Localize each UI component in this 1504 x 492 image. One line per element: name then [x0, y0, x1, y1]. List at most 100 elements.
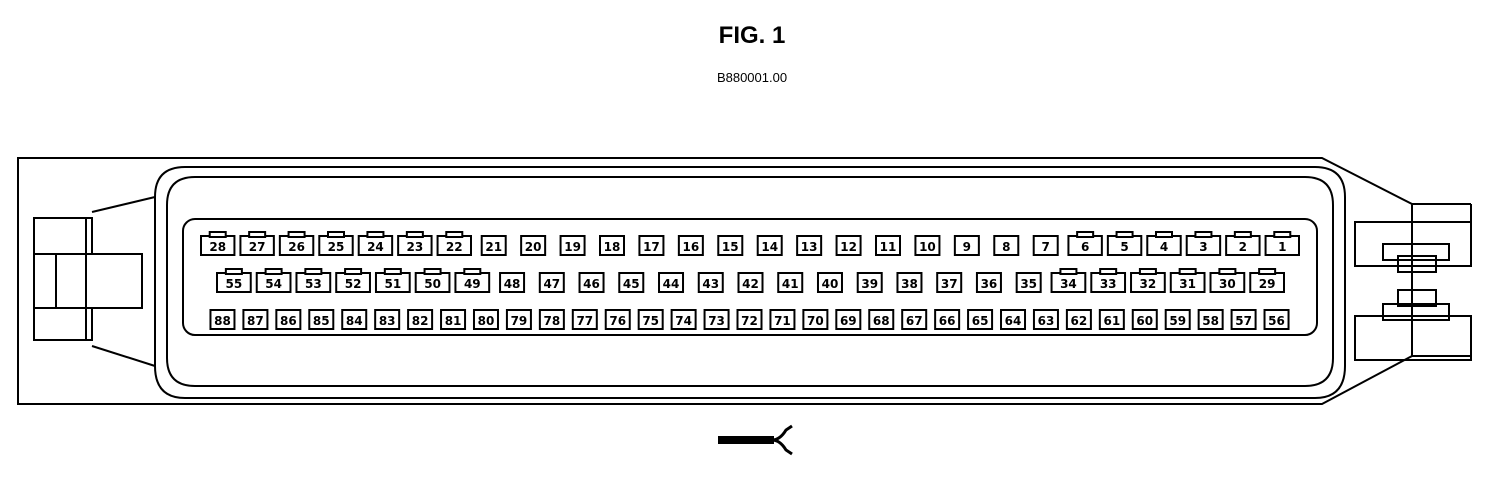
pin-33: 33: [1090, 268, 1127, 293]
pin-52: 52: [335, 268, 371, 293]
svg-text:6: 6: [1081, 240, 1089, 254]
pin-12: 12: [835, 235, 862, 256]
svg-text:51: 51: [384, 277, 401, 291]
svg-text:57: 57: [1235, 314, 1252, 328]
figure-code: B880001.00: [716, 70, 788, 85]
svg-text:56: 56: [1268, 314, 1285, 328]
svg-text:81: 81: [445, 314, 462, 328]
svg-text:61: 61: [1103, 314, 1120, 328]
svg-text:14: 14: [761, 240, 778, 254]
pin-36: 36: [975, 272, 1002, 293]
svg-text:22: 22: [446, 240, 463, 254]
pin-32: 32: [1130, 268, 1166, 293]
pin-45: 45: [618, 272, 645, 293]
svg-text:60: 60: [1136, 314, 1153, 328]
pin-44: 44: [658, 272, 685, 293]
svg-text:84: 84: [346, 314, 363, 328]
pin-24: 24: [357, 231, 394, 256]
pin-75: 75: [637, 309, 664, 330]
pin-11: 11: [875, 235, 901, 256]
svg-text:53: 53: [305, 277, 322, 291]
pin-15: 15: [717, 235, 744, 256]
svg-text:41: 41: [782, 277, 799, 291]
pin-6: 6: [1067, 231, 1103, 256]
pin-84: 84: [341, 309, 368, 330]
svg-text:68: 68: [873, 314, 890, 328]
svg-text:45: 45: [623, 277, 640, 291]
svg-text:63: 63: [1038, 314, 1055, 328]
svg-text:77: 77: [576, 314, 593, 328]
svg-text:46: 46: [583, 277, 600, 291]
pin-27: 27: [239, 231, 275, 256]
pin-73: 73: [703, 309, 730, 330]
pin-2: 2: [1225, 231, 1261, 256]
svg-text:72: 72: [741, 314, 758, 328]
pin-64: 64: [1000, 309, 1027, 330]
pin-67: 67: [901, 309, 928, 330]
pin-53: 53: [295, 268, 332, 293]
pin-54: 54: [255, 268, 292, 293]
svg-text:75: 75: [642, 314, 659, 328]
pin-71: 71: [769, 309, 796, 330]
svg-text:65: 65: [972, 314, 989, 328]
pin-49: 49: [454, 268, 491, 293]
pin-42: 42: [737, 272, 764, 293]
svg-text:19: 19: [564, 240, 581, 254]
svg-text:30: 30: [1219, 277, 1236, 291]
svg-text:47: 47: [543, 277, 560, 291]
svg-text:4: 4: [1160, 240, 1168, 254]
svg-text:12: 12: [840, 240, 857, 254]
connector-inner-shell: [154, 166, 1346, 399]
pin-8: 8: [993, 235, 1020, 256]
pin-9: 9: [953, 235, 980, 256]
pin-85: 85: [308, 309, 335, 330]
svg-text:37: 37: [941, 277, 958, 291]
svg-text:55: 55: [226, 277, 243, 291]
svg-text:23: 23: [407, 240, 424, 254]
svg-text:32: 32: [1140, 277, 1157, 291]
svg-text:11: 11: [880, 240, 897, 254]
pin-5: 5: [1106, 231, 1143, 256]
svg-text:17: 17: [643, 240, 660, 254]
pin-face: [182, 218, 1318, 336]
pin-25: 25: [318, 231, 354, 256]
pin-29: 29: [1249, 268, 1286, 293]
pin-48: 48: [499, 272, 526, 293]
svg-text:31: 31: [1179, 277, 1196, 291]
pin-26: 26: [278, 231, 315, 256]
svg-text:67: 67: [906, 314, 923, 328]
svg-text:40: 40: [822, 277, 839, 291]
svg-text:74: 74: [675, 314, 692, 328]
svg-text:8: 8: [1002, 240, 1010, 254]
svg-text:64: 64: [1005, 314, 1022, 328]
svg-text:80: 80: [478, 314, 495, 328]
svg-text:25: 25: [328, 240, 345, 254]
svg-text:29: 29: [1259, 277, 1276, 291]
svg-text:82: 82: [412, 314, 429, 328]
svg-text:48: 48: [504, 277, 521, 291]
pin-74: 74: [670, 309, 697, 330]
pin-56: 56: [1263, 309, 1290, 330]
svg-text:33: 33: [1100, 277, 1117, 291]
pin-30: 30: [1209, 268, 1246, 293]
svg-text:49: 49: [464, 277, 481, 291]
pin-4: 4: [1146, 231, 1182, 256]
pin-77: 77: [571, 309, 598, 330]
left-latch: [33, 196, 156, 367]
svg-text:87: 87: [247, 314, 264, 328]
svg-text:10: 10: [919, 240, 936, 254]
pin-62: 62: [1065, 309, 1092, 330]
svg-text:50: 50: [424, 277, 441, 291]
pin-13: 13: [796, 235, 823, 256]
wire-harness-icon: [718, 424, 793, 456]
svg-text:71: 71: [774, 314, 791, 328]
pin-70: 70: [802, 309, 829, 330]
pin-34: 34: [1050, 268, 1087, 293]
svg-text:38: 38: [901, 277, 918, 291]
pin-43: 43: [697, 272, 724, 293]
pin-18: 18: [599, 235, 625, 256]
pin-57: 57: [1230, 309, 1257, 330]
svg-text:62: 62: [1071, 314, 1088, 328]
